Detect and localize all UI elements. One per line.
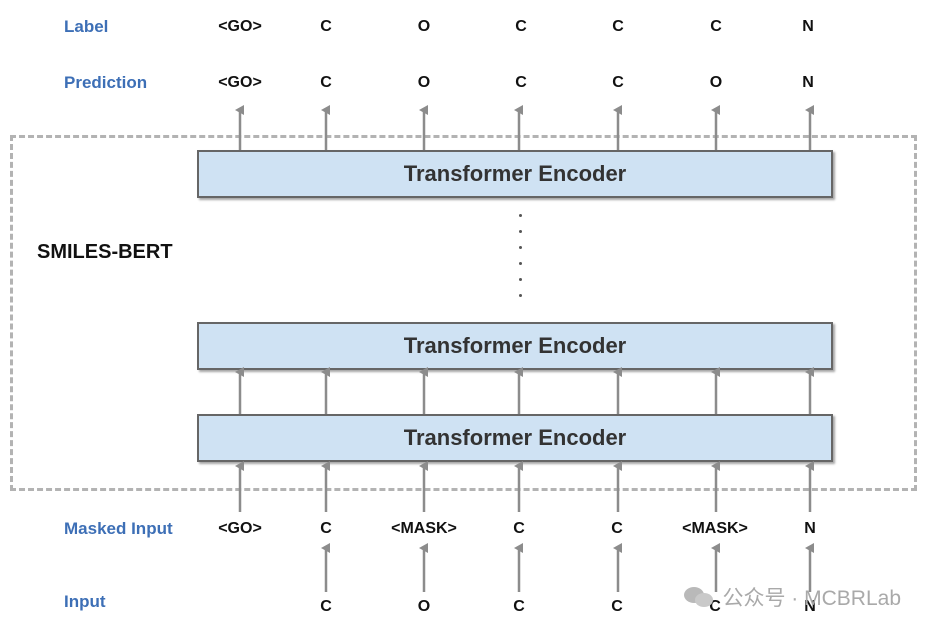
prediction-token: N [802,74,814,91]
prediction-token: O [709,74,723,91]
wechat-icon [684,585,714,609]
label-token: C [612,18,624,35]
ellipsis-dot [519,294,522,297]
masked-input-token: N [804,520,816,537]
masked-input-token: C [513,520,525,537]
masked-input-token: C [611,520,623,537]
prediction-token: <GO> [218,74,262,91]
masked-input-token: C [320,520,332,537]
label-row-title: Label [64,17,109,36]
prediction-token: O [417,74,431,91]
model-title: SMILES-BERT [37,241,173,263]
input-token: N [804,598,816,615]
prediction-token: C [612,74,624,91]
input-token: C [513,598,525,615]
watermark-text: 公众号 · MCBRLab [722,587,901,610]
label-token: C [710,18,722,35]
label-token: N [802,18,814,35]
prediction-token: C [515,74,527,91]
encoder-label: Transformer Encoder [403,333,627,358]
input-token: C [320,598,332,615]
prediction-row-title: Prediction [64,73,148,92]
masked-input-token: <MASK> [682,520,748,537]
input-token: C [709,598,721,615]
ellipsis-dot [519,246,522,249]
ellipsis-dot [519,278,522,281]
label-token: O [417,18,431,35]
input-token: C [611,598,623,615]
transformer-encoder-middle: Transformer Encoder [197,322,833,370]
transformer-encoder-bottom: Transformer Encoder [197,414,833,462]
encoder-label: Transformer Encoder [403,161,627,186]
input-row-title: Input [64,592,106,611]
watermark: 公众号 · MCBRLab [684,582,901,612]
label-token: C [515,18,527,35]
label-token: <GO> [218,18,262,35]
ellipsis-dot [519,262,522,265]
masked-input-token: <GO> [218,520,262,537]
masked-input-token: <MASK> [391,520,457,537]
encoder-label: Transformer Encoder [403,425,627,450]
masked-input-row-title: Masked Input [64,519,173,538]
transformer-encoder-top: Transformer Encoder [197,150,833,198]
label-token: C [320,18,332,35]
smiles-bert-frame [10,135,917,491]
input-token: O [417,598,431,615]
prediction-token: C [320,74,332,91]
ellipsis-dot [519,214,522,217]
ellipsis-dot [519,230,522,233]
